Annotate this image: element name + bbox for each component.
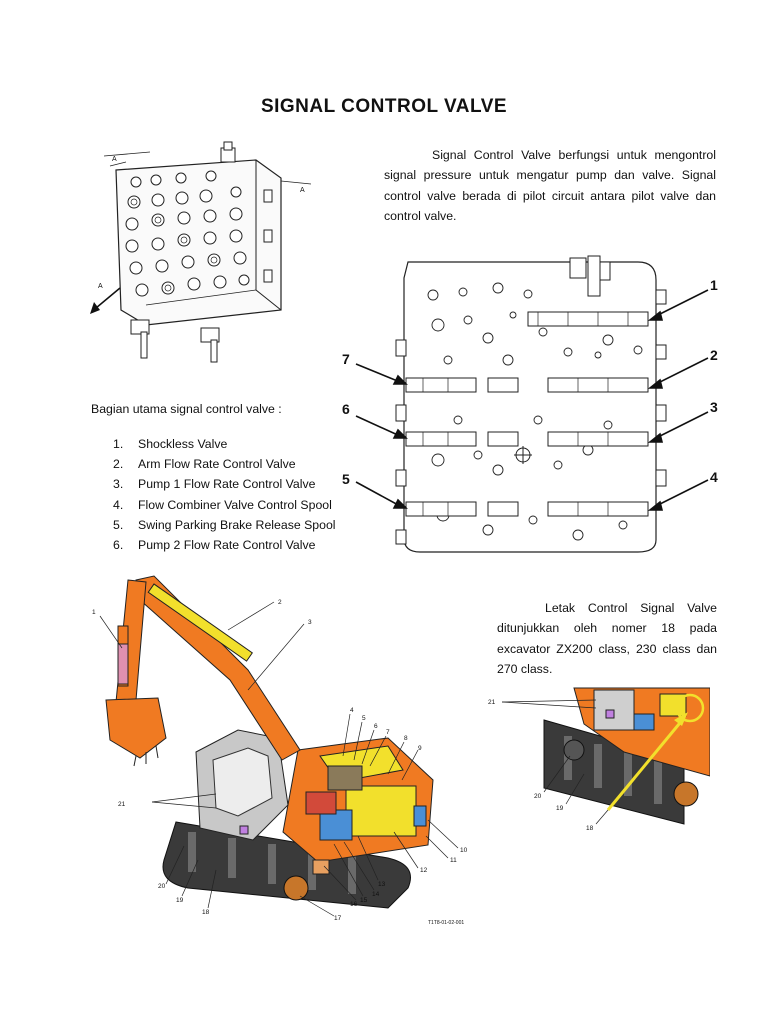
callout-14: 14 (372, 891, 380, 898)
callout-21: 21 (118, 801, 126, 808)
section-label-5: 5 (342, 471, 350, 487)
valve-3d-figure: A A A (90, 141, 312, 363)
callout-20: 20 (158, 883, 166, 890)
callout-2: 2 (278, 599, 282, 606)
section-label-4: 4 (710, 469, 718, 485)
section-label-a3: A (98, 283, 103, 290)
location-paragraph: Letak Control Signal Valve ditunjukkan o… (497, 601, 717, 677)
callout-1: 1 (92, 609, 96, 616)
detail-callout-19: 19 (556, 805, 564, 812)
section-label-7: 7 (342, 351, 350, 367)
list-item: 3.Pump 1 Flow Rate Control Valve (113, 477, 316, 492)
section-label-2: 2 (710, 347, 718, 363)
callout-8: 8 (404, 735, 408, 742)
list-item: 1.Shockless Valve (113, 437, 228, 451)
section-label-1: 1 (710, 277, 718, 293)
section-label-a2: A (300, 187, 305, 194)
page-title: SIGNAL CONTROL VALVE (260, 96, 508, 117)
callout-3: 3 (308, 619, 312, 626)
callout-17: 17 (334, 915, 342, 922)
section-label-6: 6 (342, 401, 350, 417)
callout-12: 12 (420, 867, 428, 874)
callout-7: 7 (386, 729, 390, 736)
section-label-3: 3 (710, 399, 718, 415)
list-item: 6.Pump 2 Flow Rate Control Valve (113, 538, 316, 553)
detail-figure: 21 20 19 18 (488, 687, 710, 832)
parts-heading: Bagian utama signal control valve : (91, 402, 282, 416)
section-label-a1: A (112, 156, 117, 163)
list-item: 4.Flow Combiner Valve Control Spool (113, 497, 332, 512)
callout-13: 13 (378, 881, 386, 888)
excavator-figure: 1 2 3 4 5 6 7 8 9 10 11 12 13 14 15 16 1… (92, 575, 468, 926)
list-item: 2.Arm Flow Rate Control Valve (113, 457, 296, 472)
callout-10: 10 (460, 847, 468, 854)
callout-16: 16 (350, 901, 358, 908)
callout-4: 4 (350, 707, 354, 714)
parts-list: 1.Shockless Valve 2.Arm Flow Rate Contro… (113, 434, 336, 555)
callout-5: 5 (362, 715, 366, 722)
list-item: 5.Swing Parking Brake Release Spool (113, 517, 336, 532)
callout-18: 18 (202, 909, 210, 916)
callout-19: 19 (176, 897, 184, 904)
figure-code: T1T8-01-02-001 (428, 920, 464, 926)
callout-9: 9 (418, 745, 422, 752)
callout-6: 6 (374, 723, 378, 730)
detail-callout-20: 20 (534, 793, 542, 800)
detail-callout-18: 18 (586, 825, 594, 832)
detail-callout-21: 21 (488, 699, 496, 706)
valve-section-figure: 1 2 3 4 5 6 7 (342, 255, 718, 553)
callout-15: 15 (360, 897, 368, 904)
intro-paragraph: Signal Control Valve berfungsi untuk men… (384, 148, 716, 224)
callout-11: 11 (450, 857, 457, 864)
